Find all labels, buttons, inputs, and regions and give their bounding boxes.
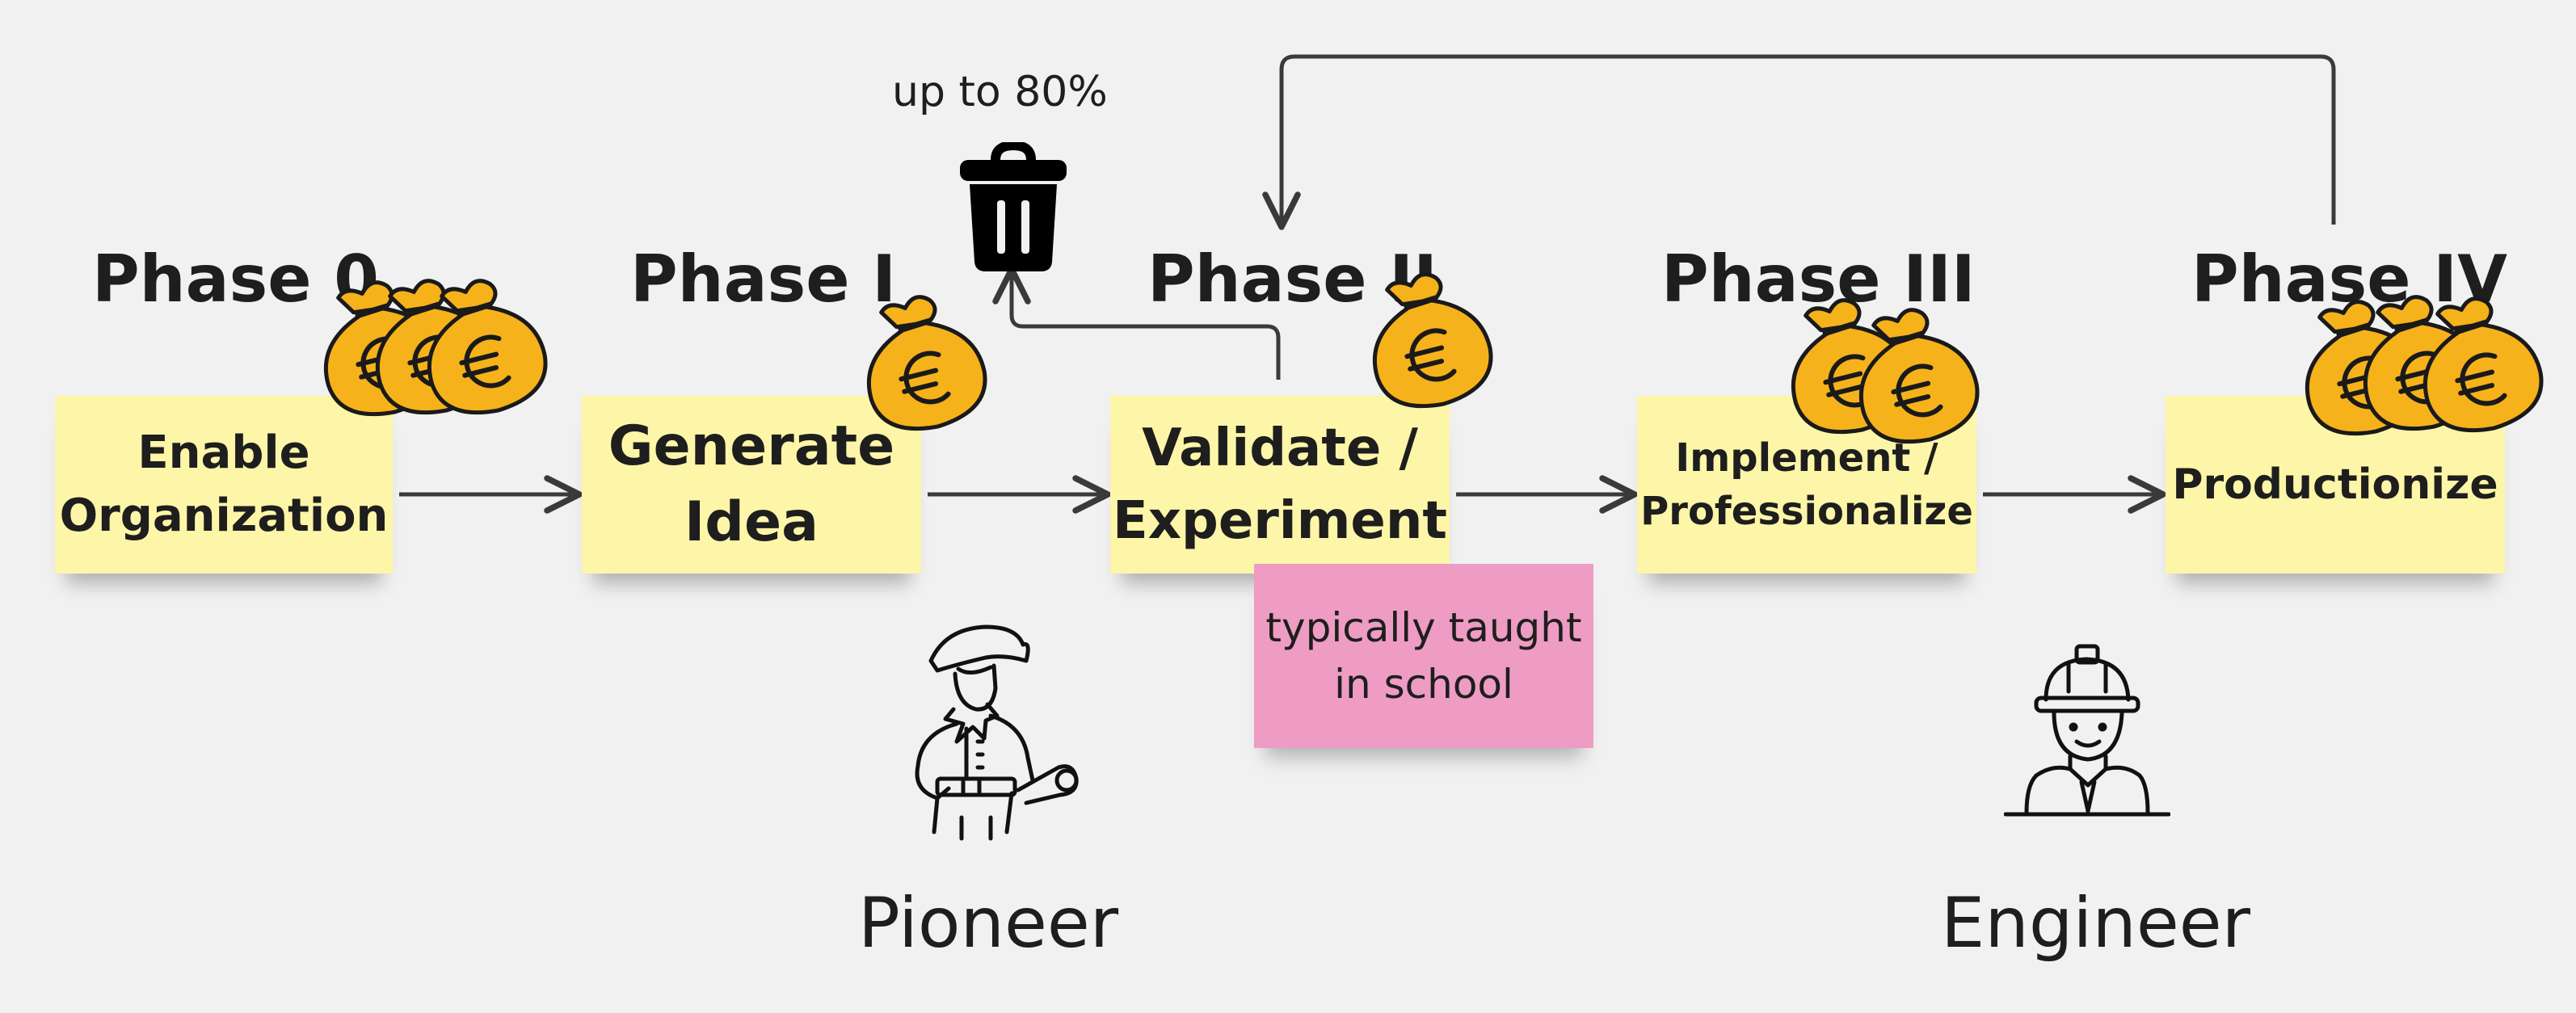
sticky-generate-idea: Generate Idea	[582, 396, 921, 574]
sticky-line: Generate	[608, 414, 895, 478]
sticky-line: Enable	[137, 427, 310, 479]
sticky-line: Implement /	[1675, 435, 1938, 481]
engineer-hardhat-icon	[2004, 644, 2170, 817]
sticky-line: Organization	[59, 490, 389, 542]
euro-money-bag-icon	[850, 286, 995, 441]
pioneer-explorer-icon	[915, 624, 1079, 841]
trash-can-icon	[960, 142, 1067, 271]
sticky-enable-organization: Enable Organization	[55, 396, 393, 574]
phase-1-title: Phase I	[630, 242, 897, 317]
phase-2-title: Phase II	[1147, 242, 1437, 317]
sticky-line: Idea	[684, 490, 819, 554]
sticky-line: Experiment	[1113, 491, 1447, 551]
discard-label: up to 80%	[892, 68, 1108, 116]
arrow-discard-to-trash	[992, 266, 1281, 380]
role-label-engineer: Engineer	[1941, 883, 2251, 964]
school-note-line: typically taught	[1265, 604, 1582, 651]
role-label-pioneer: Pioneer	[858, 883, 1119, 964]
phase-0-title: Phase 0	[92, 242, 379, 317]
sticky-line: Validate /	[1142, 418, 1418, 478]
sticky-validate-experiment: Validate / Experiment	[1110, 396, 1450, 574]
phase-4-title: Phase IV	[2191, 242, 2507, 317]
euro-money-bag-icon	[1356, 263, 1501, 418]
phase-3-title: Phase III	[1661, 242, 1976, 317]
sticky-line: Productionize	[2172, 460, 2498, 509]
arrow-feedback-loop	[1262, 54, 2336, 230]
sticky-line: Professionalize	[1640, 489, 1973, 534]
sticky-implement-professionalize: Implement / Professionalize	[1637, 396, 1976, 574]
school-note: typically taught in school	[1254, 564, 1593, 748]
school-note-line: in school	[1334, 661, 1513, 708]
